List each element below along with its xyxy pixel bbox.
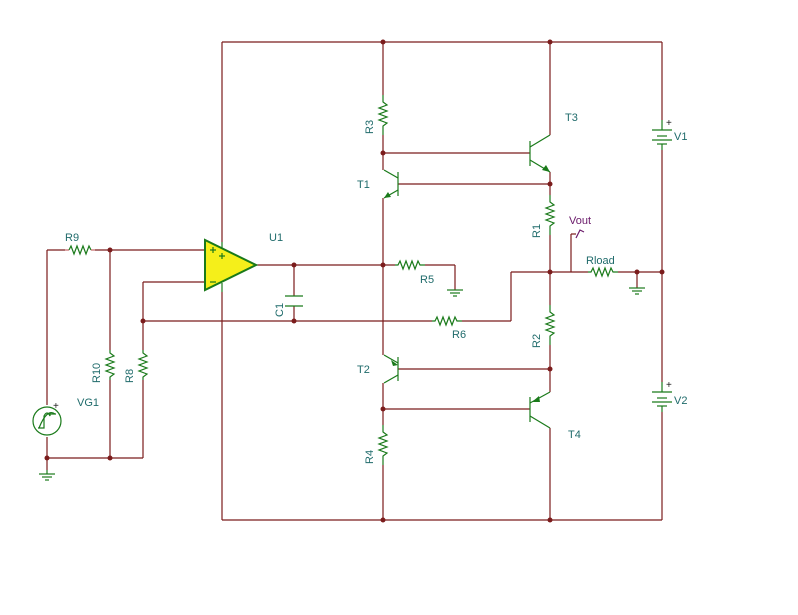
label-r10: R10 [91,363,103,383]
v2-plus-sign: + [666,380,672,391]
signal-generator-vg1[interactable]: + [32,401,62,436]
label-u1: U1 [269,232,283,244]
transistor-t3[interactable] [529,134,551,173]
battery-v1[interactable]: + [652,118,672,150]
resistor-rload[interactable] [588,266,618,278]
wires [46,41,663,521]
resistor-r3[interactable] [377,95,389,135]
resistor-r5[interactable] [395,259,425,271]
label-v1: V1 [674,131,687,143]
ground-icon [39,470,55,481]
ground-icon [629,287,645,295]
label-r5: R5 [420,274,434,286]
label-r9: R9 [65,232,79,244]
label-r3: R3 [364,120,376,134]
battery-v2[interactable]: + [652,380,672,412]
label-vout: Vout [569,215,591,227]
resistor-r9[interactable] [65,244,95,256]
resistor-r2[interactable] [544,305,556,345]
resistor-r1[interactable] [544,195,556,235]
label-t4: T4 [568,429,581,441]
opamp-u1[interactable] [204,238,259,292]
ground-icon [447,289,463,297]
vg1-plus-sign: + [53,401,59,412]
label-r2: R2 [531,334,543,348]
label-c1: C1 [274,303,286,317]
resistor-r4[interactable] [377,425,389,465]
label-rload: Rload [586,255,615,267]
transistor-t4[interactable] [529,391,551,429]
label-vg1: VG1 [77,397,99,409]
label-v2: V2 [674,395,687,407]
label-t1: T1 [357,179,370,191]
capacitor-c1[interactable] [285,295,303,307]
label-r1: R1 [531,224,543,238]
resistor-r10[interactable] [104,350,116,380]
label-r8: R8 [124,369,136,383]
transistor-t2[interactable] [383,354,399,384]
resistor-r6[interactable] [432,315,462,327]
label-r6: R6 [452,329,466,341]
resistor-r8[interactable] [137,350,149,380]
v1-plus-sign: + [666,118,672,129]
label-t3: T3 [565,112,578,124]
label-t2: T2 [357,364,370,376]
transistor-t1[interactable] [383,169,399,199]
junctions [44,39,665,523]
vout-probe-icon[interactable] [575,229,585,239]
label-r4: R4 [364,450,376,464]
